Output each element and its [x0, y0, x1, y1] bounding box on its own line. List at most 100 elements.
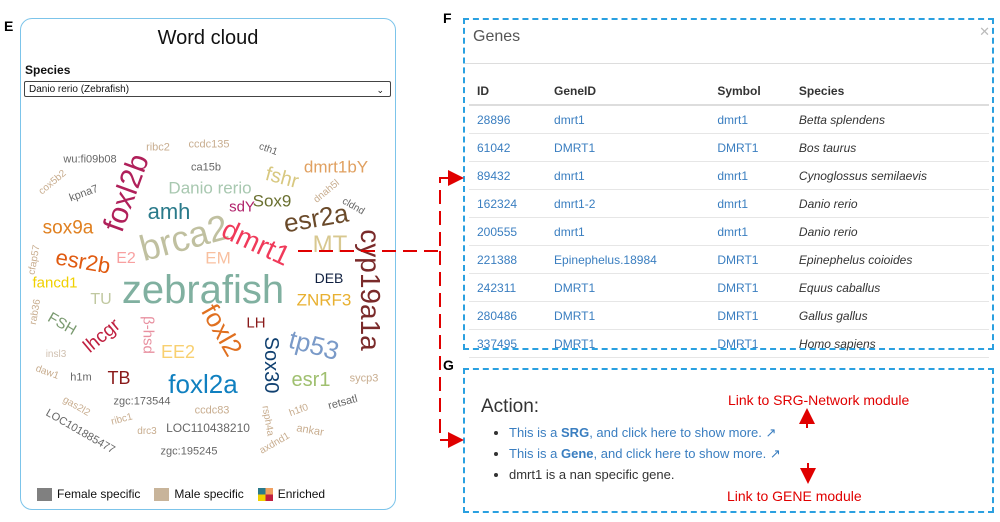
- symbol-cell[interactable]: DMRT1: [709, 329, 791, 358]
- word-13[interactable]: Sox9: [252, 191, 292, 211]
- word-4[interactable]: ca15b: [191, 161, 221, 174]
- geneid-cell[interactable]: DMRT1: [546, 329, 710, 358]
- word-1[interactable]: ccdc135: [188, 138, 230, 151]
- word-36[interactable]: LH: [246, 314, 266, 332]
- word-28[interactable]: zebrafish: [121, 268, 285, 312]
- symbol-cell[interactable]: DMRT1: [709, 273, 791, 302]
- word-0[interactable]: ribc2: [146, 141, 170, 154]
- geneid-cell[interactable]: DMRT1: [546, 301, 710, 330]
- legend-female: Female specific: [37, 487, 140, 501]
- symbol-cell[interactable]: dmrt1: [709, 105, 791, 134]
- symbol-cell[interactable]: DMRT1: [709, 245, 791, 274]
- geneid-cell[interactable]: dmrt1-2: [546, 189, 710, 218]
- link-text: , and click here to show more.: [593, 446, 767, 461]
- enriched-swatch: [257, 488, 273, 501]
- geneid-cell[interactable]: DMRT1: [546, 273, 710, 302]
- word-24[interactable]: E2: [116, 250, 136, 267]
- word-59[interactable]: zgc:195245: [160, 445, 218, 458]
- geneid-cell[interactable]: dmrt1: [546, 105, 710, 134]
- word-27[interactable]: fancd1: [32, 274, 78, 292]
- geneid-cell[interactable]: Epinephelus.18984: [546, 245, 710, 274]
- word-39[interactable]: insl3: [45, 349, 67, 360]
- id-cell[interactable]: 337495: [469, 329, 547, 358]
- srg-network-link[interactable]: This is a SRG, and click here to show mo…: [509, 425, 776, 440]
- id-cell[interactable]: 89432: [469, 161, 547, 190]
- symbol-cell[interactable]: DMRT1: [709, 301, 791, 330]
- external-link-icon: ↗: [769, 446, 781, 461]
- word-17[interactable]: sox9a: [42, 217, 94, 239]
- id-cell[interactable]: 280486: [469, 301, 547, 330]
- word-49[interactable]: ccdc83: [194, 404, 230, 417]
- symbol-cell[interactable]: dmrt1: [709, 189, 791, 218]
- link-text: This is a: [509, 446, 562, 461]
- word-25[interactable]: EM: [205, 248, 231, 268]
- action-panel: Action: This is a SRG, and click here to…: [463, 368, 994, 513]
- word-20[interactable]: MT: [312, 231, 348, 258]
- gene-module-link[interactable]: This is a Gene, and click here to show m…: [509, 446, 781, 461]
- word-3[interactable]: wu:fi09b08: [63, 153, 117, 166]
- word-11[interactable]: Danio rerio: [168, 178, 252, 198]
- species-label: Species: [25, 63, 71, 77]
- panel-label-g: G: [443, 357, 454, 373]
- species-select[interactable]: Danio rerio (Zebrafish) ⌄: [24, 81, 391, 97]
- word-5[interactable]: dmrt1bY: [303, 157, 369, 177]
- action-title: Action:: [481, 396, 540, 417]
- female-swatch: [37, 488, 52, 501]
- word-12[interactable]: sdY: [229, 198, 255, 216]
- id-cell[interactable]: 162324: [469, 189, 547, 218]
- symbol-cell[interactable]: DMRT1: [709, 133, 791, 162]
- word-44[interactable]: foxl2a: [168, 369, 238, 399]
- panel-label-e: E: [4, 18, 14, 34]
- symbol-cell[interactable]: dmrt1: [709, 161, 791, 190]
- legend: Female specific Male specific Enriched: [37, 487, 325, 501]
- geneid-cell[interactable]: DMRT1: [546, 133, 710, 162]
- legend-male: Male specific: [154, 487, 244, 501]
- word-26[interactable]: DEB: [314, 270, 344, 286]
- word-15[interactable]: amh: [147, 199, 191, 224]
- word-55[interactable]: drc3: [137, 426, 157, 437]
- column-header[interactable]: ID: [469, 78, 547, 106]
- action-list: This is a SRG, and click here to show mo…: [493, 422, 781, 485]
- external-link-icon: ↗: [765, 425, 777, 440]
- geneid-cell[interactable]: dmrt1: [546, 161, 710, 190]
- column-header[interactable]: Symbol: [709, 78, 791, 106]
- species-cell: Homo sapiens: [790, 329, 989, 358]
- link-text: , and click here to show more.: [589, 425, 762, 440]
- word-43[interactable]: TB: [107, 368, 131, 388]
- divider: [465, 63, 992, 64]
- word-37[interactable]: EE2: [160, 342, 196, 362]
- word-46[interactable]: sycp3: [349, 372, 379, 385]
- word-56[interactable]: LOC110438210: [166, 421, 250, 435]
- panel-label-f: F: [443, 10, 452, 26]
- annotation-gene-module: Link to GENE module: [727, 488, 862, 504]
- word-42[interactable]: h1m: [70, 371, 92, 384]
- word-30[interactable]: ZNRF3: [296, 290, 352, 310]
- word-48[interactable]: zgc:173544: [113, 395, 171, 408]
- id-cell[interactable]: 221388: [469, 245, 547, 274]
- column-header[interactable]: GeneID: [546, 78, 710, 106]
- word-29[interactable]: TU: [90, 291, 112, 308]
- link-bold: SRG: [561, 425, 590, 440]
- column-header[interactable]: Species: [790, 78, 989, 106]
- id-cell[interactable]: 200555: [469, 217, 547, 246]
- id-cell[interactable]: 242311: [469, 273, 547, 302]
- close-icon[interactable]: ✕: [979, 24, 990, 39]
- id-cell[interactable]: 28896: [469, 105, 547, 134]
- link-bold: Gene: [561, 446, 594, 461]
- species-cell: Gallus gallus: [790, 301, 989, 330]
- word-45[interactable]: esr1: [291, 369, 331, 391]
- id-cell[interactable]: 61042: [469, 133, 547, 162]
- geneid-cell[interactable]: dmrt1: [546, 217, 710, 246]
- list-item: dmrt1 is a nan specific gene.: [509, 464, 781, 485]
- symbol-cell[interactable]: dmrt1: [709, 217, 791, 246]
